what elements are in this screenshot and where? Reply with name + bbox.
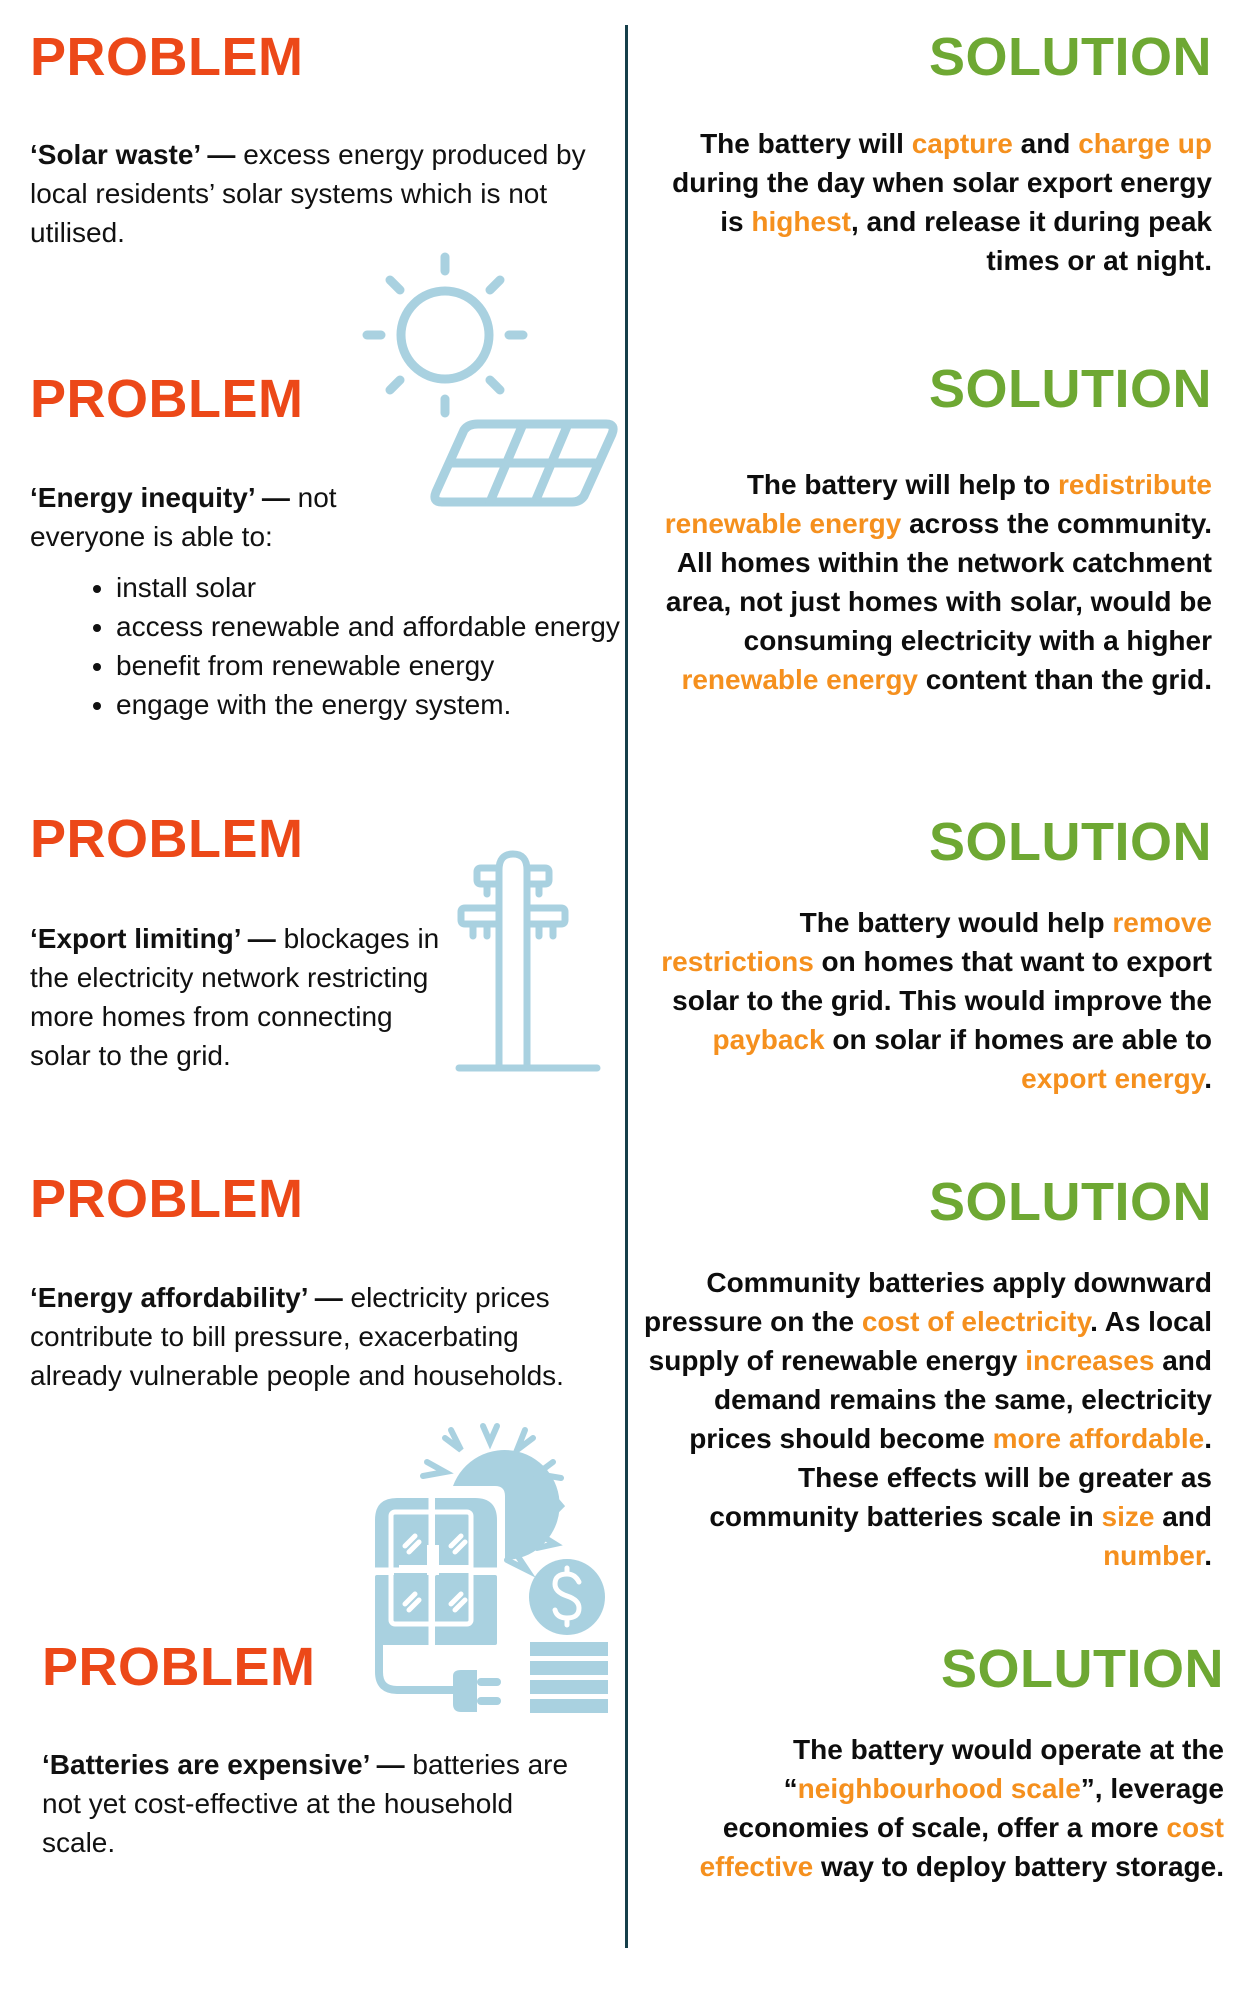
- highlight: size: [1101, 1501, 1155, 1532]
- solution-text-1: The battery will capture and charge up d…: [672, 128, 1212, 276]
- solution-heading-3: SOLUTION: [929, 812, 1212, 872]
- solar-savings-icon: [366, 1423, 608, 1713]
- problem-heading-3: PROBLEM: [30, 809, 304, 869]
- highlight: redistribute renewable energy: [664, 469, 1212, 539]
- highlight: charge up: [1078, 128, 1212, 159]
- problem-heading-2: PROBLEM: [30, 369, 304, 429]
- highlight: remove restrictions: [661, 907, 1212, 977]
- problem-term: ‘Energy affordability’ —: [30, 1282, 343, 1313]
- solution-heading-2: SOLUTION: [929, 359, 1212, 419]
- highlight: number: [1103, 1540, 1205, 1571]
- highlight: increases: [1025, 1345, 1155, 1376]
- problem-bullet-list: install solar access renewable and affor…: [30, 568, 636, 724]
- problem-term: ‘Energy inequity’ —: [30, 482, 290, 513]
- solution-text-3: The battery would help remove restrictio…: [661, 907, 1212, 1094]
- list-item: install solar: [116, 568, 636, 607]
- problem-text-4: ‘Energy affordability’ — electricity pri…: [30, 1282, 564, 1391]
- problem-heading-4: PROBLEM: [30, 1169, 304, 1229]
- highlight: highest: [751, 206, 851, 237]
- problem-text-3: ‘Export limiting’ — blockages in the ele…: [30, 923, 440, 1071]
- highlight: cost effective: [699, 1812, 1224, 1882]
- list-item: access renewable and affordable energy: [116, 607, 636, 646]
- problem-text-5: ‘Batteries are expensive’ — batteries ar…: [42, 1749, 569, 1858]
- problem-heading-1: PROBLEM: [30, 27, 304, 87]
- problem-term: ‘Export limiting’ —: [30, 923, 276, 954]
- highlight: cost of electricity: [861, 1306, 1091, 1337]
- solution-text-4: Community batteries apply downward press…: [644, 1267, 1212, 1571]
- problem-heading-5: PROBLEM: [42, 1637, 316, 1697]
- highlight: more affordable: [992, 1423, 1205, 1454]
- problem-term: ‘Solar waste’ —: [30, 139, 236, 170]
- highlight: renewable energy: [681, 664, 918, 695]
- solar-panel-icon: [430, 419, 618, 507]
- power-pole-icon: [455, 850, 601, 1072]
- solution-text-2: The battery will help to redistribute re…: [664, 469, 1212, 695]
- problem-term: ‘Batteries are expensive’ —: [42, 1749, 405, 1780]
- sun-icon: [362, 252, 528, 418]
- list-item: engage with the energy system.: [116, 685, 636, 724]
- solution-heading-4: SOLUTION: [929, 1172, 1212, 1232]
- solution-heading-1: SOLUTION: [929, 27, 1212, 87]
- solution-text-5: The battery would operate at the “neighb…: [699, 1734, 1224, 1882]
- center-divider: [625, 25, 628, 1948]
- list-item: benefit from renewable energy: [116, 646, 636, 685]
- highlight: payback: [712, 1024, 825, 1055]
- highlight: export energy: [1021, 1063, 1205, 1094]
- highlight: neighbourhood scale: [797, 1773, 1081, 1804]
- highlight: capture: [911, 128, 1013, 159]
- problem-text-2: ‘Energy inequity’ — not everyone is able…: [30, 482, 337, 552]
- problem-text-1: ‘Solar waste’ — excess energy produced b…: [30, 139, 586, 248]
- solution-heading-5: SOLUTION: [941, 1639, 1224, 1699]
